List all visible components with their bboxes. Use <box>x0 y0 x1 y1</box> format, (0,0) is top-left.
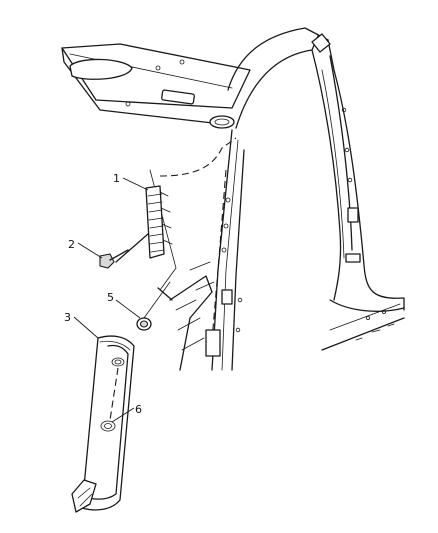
roof-headliner <box>61 43 251 129</box>
callout-1: 1 <box>113 172 120 185</box>
part-1-airbag-strip <box>115 185 173 263</box>
callout-3: 3 <box>64 311 71 324</box>
part-3-pillar-trim <box>71 335 135 513</box>
body-side-frame <box>227 27 405 351</box>
callout-5: 5 <box>107 291 114 304</box>
callout-6: 6 <box>135 403 142 416</box>
leader-lines <box>73 177 149 423</box>
a-pillar-structure <box>149 129 245 371</box>
part-2-bolt <box>99 249 129 269</box>
callout-2: 2 <box>68 238 75 251</box>
part-5-clip <box>136 281 171 331</box>
